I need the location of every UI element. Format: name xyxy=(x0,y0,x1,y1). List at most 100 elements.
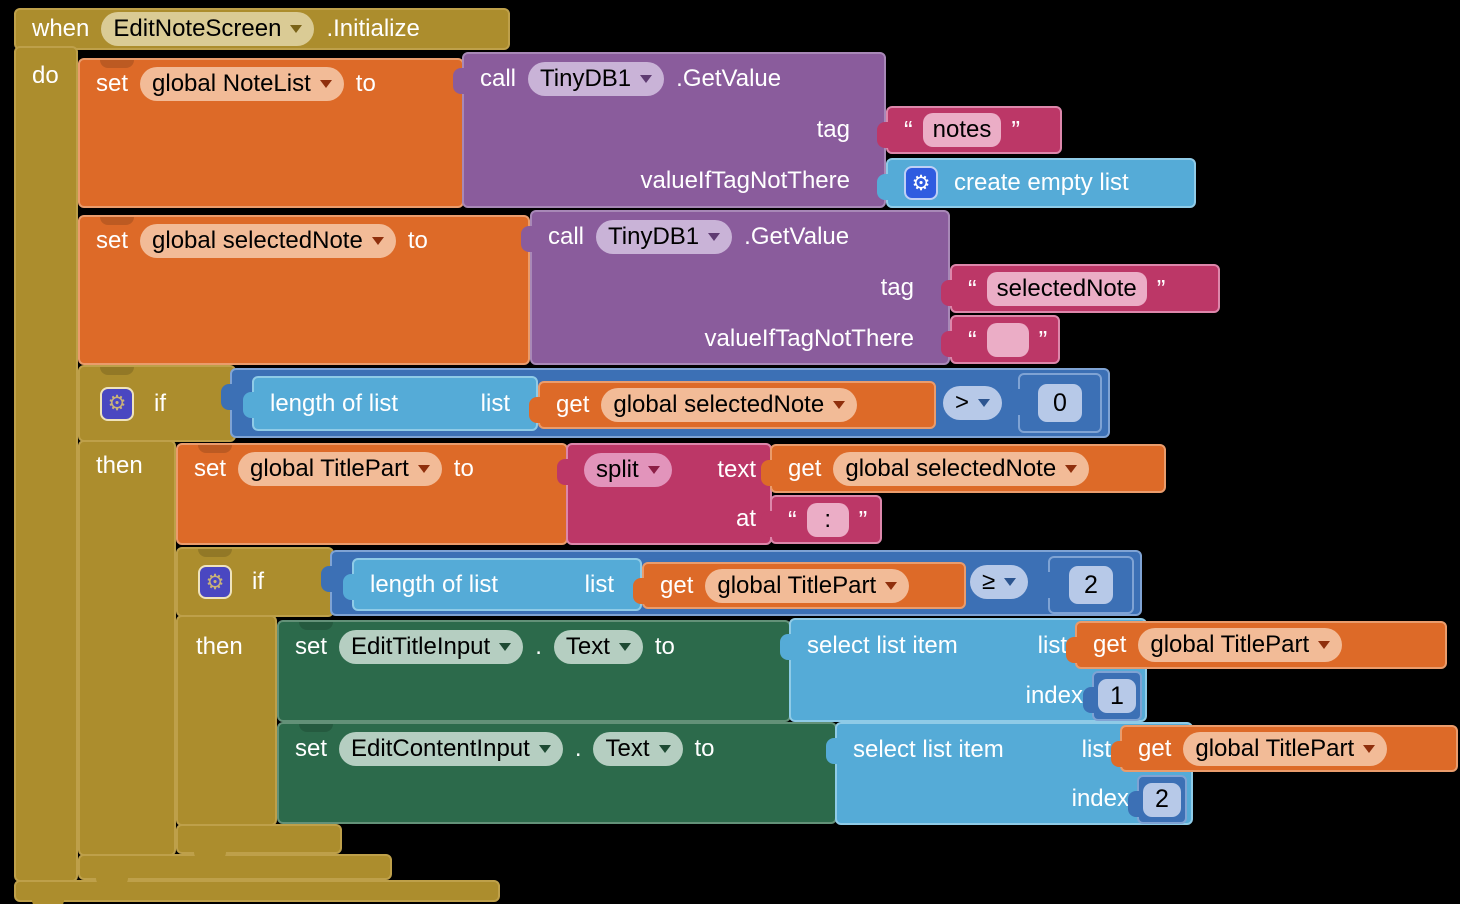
get-variable-block-titlepart-3[interactable]: get global TitlePart xyxy=(1111,725,1458,772)
text-row: “ selectedNote ” xyxy=(952,266,1218,311)
mutator-gear-icon[interactable]: ⚙ xyxy=(100,386,134,421)
set-variable-block-titlepart[interactable]: set global TitlePart to xyxy=(176,443,568,545)
string-field[interactable]: notes xyxy=(922,113,1002,147)
when-event-block[interactable]: when EditNoteScreen .Initialize xyxy=(14,8,510,50)
if-block-2-then-column[interactable]: then xyxy=(176,615,277,826)
if-header-row: ⚙ if xyxy=(178,549,332,615)
chevron-down-icon xyxy=(1318,641,1331,649)
mutator-gear-icon[interactable]: ⚙ xyxy=(198,565,232,599)
split-block[interactable]: split text at xyxy=(557,443,772,545)
length-of-list-row: length of list list xyxy=(354,560,640,609)
get-variable-block-titlepart-2[interactable]: get global TitlePart xyxy=(1066,621,1447,669)
variable-dropdown[interactable]: global NoteList xyxy=(140,67,344,101)
do-label: do xyxy=(32,62,59,89)
component-name: TinyDB1 xyxy=(608,223,700,250)
close-quote: ” xyxy=(858,504,868,535)
create-empty-list-row: ⚙ create empty list xyxy=(888,160,1194,206)
get-variable-block-selectednote-1[interactable]: get global selectedNote xyxy=(529,381,936,429)
at-row: at xyxy=(568,495,770,543)
number-block-2b[interactable]: 2 xyxy=(1128,775,1187,824)
set-keyword: set xyxy=(194,455,227,482)
when-keyword: when xyxy=(32,15,90,42)
screen-name: EditNoteScreen xyxy=(113,15,282,42)
chevron-down-icon xyxy=(538,745,551,753)
operator-symbol: > xyxy=(955,389,970,416)
variable-dropdown[interactable]: global selectedNote xyxy=(833,451,1090,486)
length-of-list-block-1[interactable]: length of list list xyxy=(243,376,538,431)
string-field[interactable]: selectedNote xyxy=(986,271,1147,306)
if-keyword: if xyxy=(252,568,264,595)
method-name: .GetValue xyxy=(744,223,850,250)
select-list-item-block-2[interactable]: select list item list index xyxy=(826,722,1193,825)
operator-dropdown-gte[interactable]: ≥ xyxy=(970,565,1029,599)
call-tinydb-getvalue-block-2[interactable]: call TinyDB1 .GetValue tag valueIfTagNot… xyxy=(521,210,950,365)
variable-dropdown[interactable]: global selectedNote xyxy=(601,388,858,422)
create-empty-list-block[interactable]: ⚙ create empty list xyxy=(877,158,1196,208)
operator-dropdown-gt[interactable]: > xyxy=(943,386,1003,420)
then-label: then xyxy=(196,633,243,660)
text-string-block-selectednote[interactable]: “ selectedNote ” xyxy=(941,264,1220,313)
component-dropdown[interactable]: EditContentInput xyxy=(339,732,563,766)
component-dropdown[interactable]: EditTitleInput xyxy=(339,630,524,664)
variable-dropdown[interactable]: global TitlePart xyxy=(238,452,442,486)
close-quote: ” xyxy=(1011,115,1021,145)
if-block-1[interactable]: ⚙ if xyxy=(78,365,236,442)
method-name: .GetValue xyxy=(676,65,782,92)
if-block-1-then-column[interactable]: then xyxy=(78,440,176,856)
component-dropdown[interactable]: TinyDB1 xyxy=(528,62,665,96)
get-variable-block-selectednote-2[interactable]: get global selectedNote xyxy=(761,444,1166,493)
string-field[interactable] xyxy=(986,322,1029,357)
get-variable-block-titlepart-1[interactable]: get global TitlePart xyxy=(633,562,966,609)
number-field[interactable]: 0 xyxy=(1038,384,1082,422)
property-dropdown[interactable]: Text xyxy=(553,630,643,664)
variable-dropdown[interactable]: global TitlePart xyxy=(705,568,910,603)
text-string-block-empty[interactable]: “ ” xyxy=(941,315,1060,364)
variable-name: global selectedNote xyxy=(613,391,825,418)
set-property-block-edittitleinput[interactable]: set EditTitleInput . Text to xyxy=(277,620,791,722)
variable-dropdown[interactable]: global TitlePart xyxy=(1138,628,1343,662)
call-tinydb-getvalue-block-1[interactable]: call TinyDB1 .GetValue tag valueIfTagNot… xyxy=(453,52,886,208)
index-row: index xyxy=(791,672,1145,720)
variable-name: global NoteList xyxy=(152,70,311,97)
number-block-0[interactable]: 0 xyxy=(1009,373,1102,433)
set-variable-block-selectednote[interactable]: set global selectedNote to xyxy=(78,215,530,365)
split-operator-dropdown[interactable]: split xyxy=(584,453,672,487)
string-field[interactable]: : xyxy=(806,502,849,537)
tag-param-row: tag xyxy=(532,262,948,314)
event-name: .Initialize xyxy=(326,15,420,42)
when-block-bottom[interactable] xyxy=(14,880,500,904)
when-do-column[interactable]: do xyxy=(14,46,78,882)
mutator-gear-icon[interactable]: ⚙ xyxy=(904,166,938,200)
number-field[interactable]: 2 xyxy=(1143,782,1181,817)
chevron-down-icon xyxy=(417,465,430,473)
variable-dropdown[interactable]: global selectedNote xyxy=(140,224,396,258)
call-keyword: call xyxy=(548,223,585,250)
get-keyword: get xyxy=(556,391,590,418)
number-field[interactable]: 1 xyxy=(1098,679,1136,713)
create-empty-list-label: create empty list xyxy=(954,169,1129,196)
if-block-1-bottom[interactable] xyxy=(78,854,392,887)
tag-param-label: tag xyxy=(880,274,914,301)
set-row: set global NoteList to xyxy=(80,60,462,108)
number-field[interactable]: 2 xyxy=(1069,566,1113,604)
length-of-list-label: length of list xyxy=(270,389,399,417)
property-dropdown[interactable]: Text xyxy=(593,732,683,766)
screen-dropdown[interactable]: EditNoteScreen xyxy=(101,12,315,46)
then-label: then xyxy=(96,452,143,479)
number-block-2[interactable]: 2 xyxy=(1039,556,1134,614)
to-keyword: to xyxy=(355,70,376,97)
get-keyword: get xyxy=(788,454,822,482)
number-block-1[interactable]: 1 xyxy=(1083,671,1142,721)
set-variable-block-notelist[interactable]: set global NoteList to xyxy=(78,58,464,208)
text-string-block-colon[interactable]: “ : ” xyxy=(761,495,882,544)
if-block-2[interactable]: ⚙ if xyxy=(176,547,334,617)
text-string-block-notes[interactable]: “ notes ” xyxy=(877,106,1062,154)
set-property-block-editcontentinput[interactable]: set EditContentInput . Text to xyxy=(277,722,837,824)
component-dropdown[interactable]: TinyDB1 xyxy=(596,220,733,254)
if-block-2-bottom[interactable] xyxy=(176,824,342,861)
list-param-label: list xyxy=(480,389,510,417)
length-of-list-block-2[interactable]: length of list list xyxy=(343,558,642,611)
list-param-label: list xyxy=(1081,735,1111,763)
variable-dropdown[interactable]: global TitlePart xyxy=(1183,731,1388,766)
valueiftagnotthere-param-row: valueIfTagNotThere xyxy=(464,156,884,206)
